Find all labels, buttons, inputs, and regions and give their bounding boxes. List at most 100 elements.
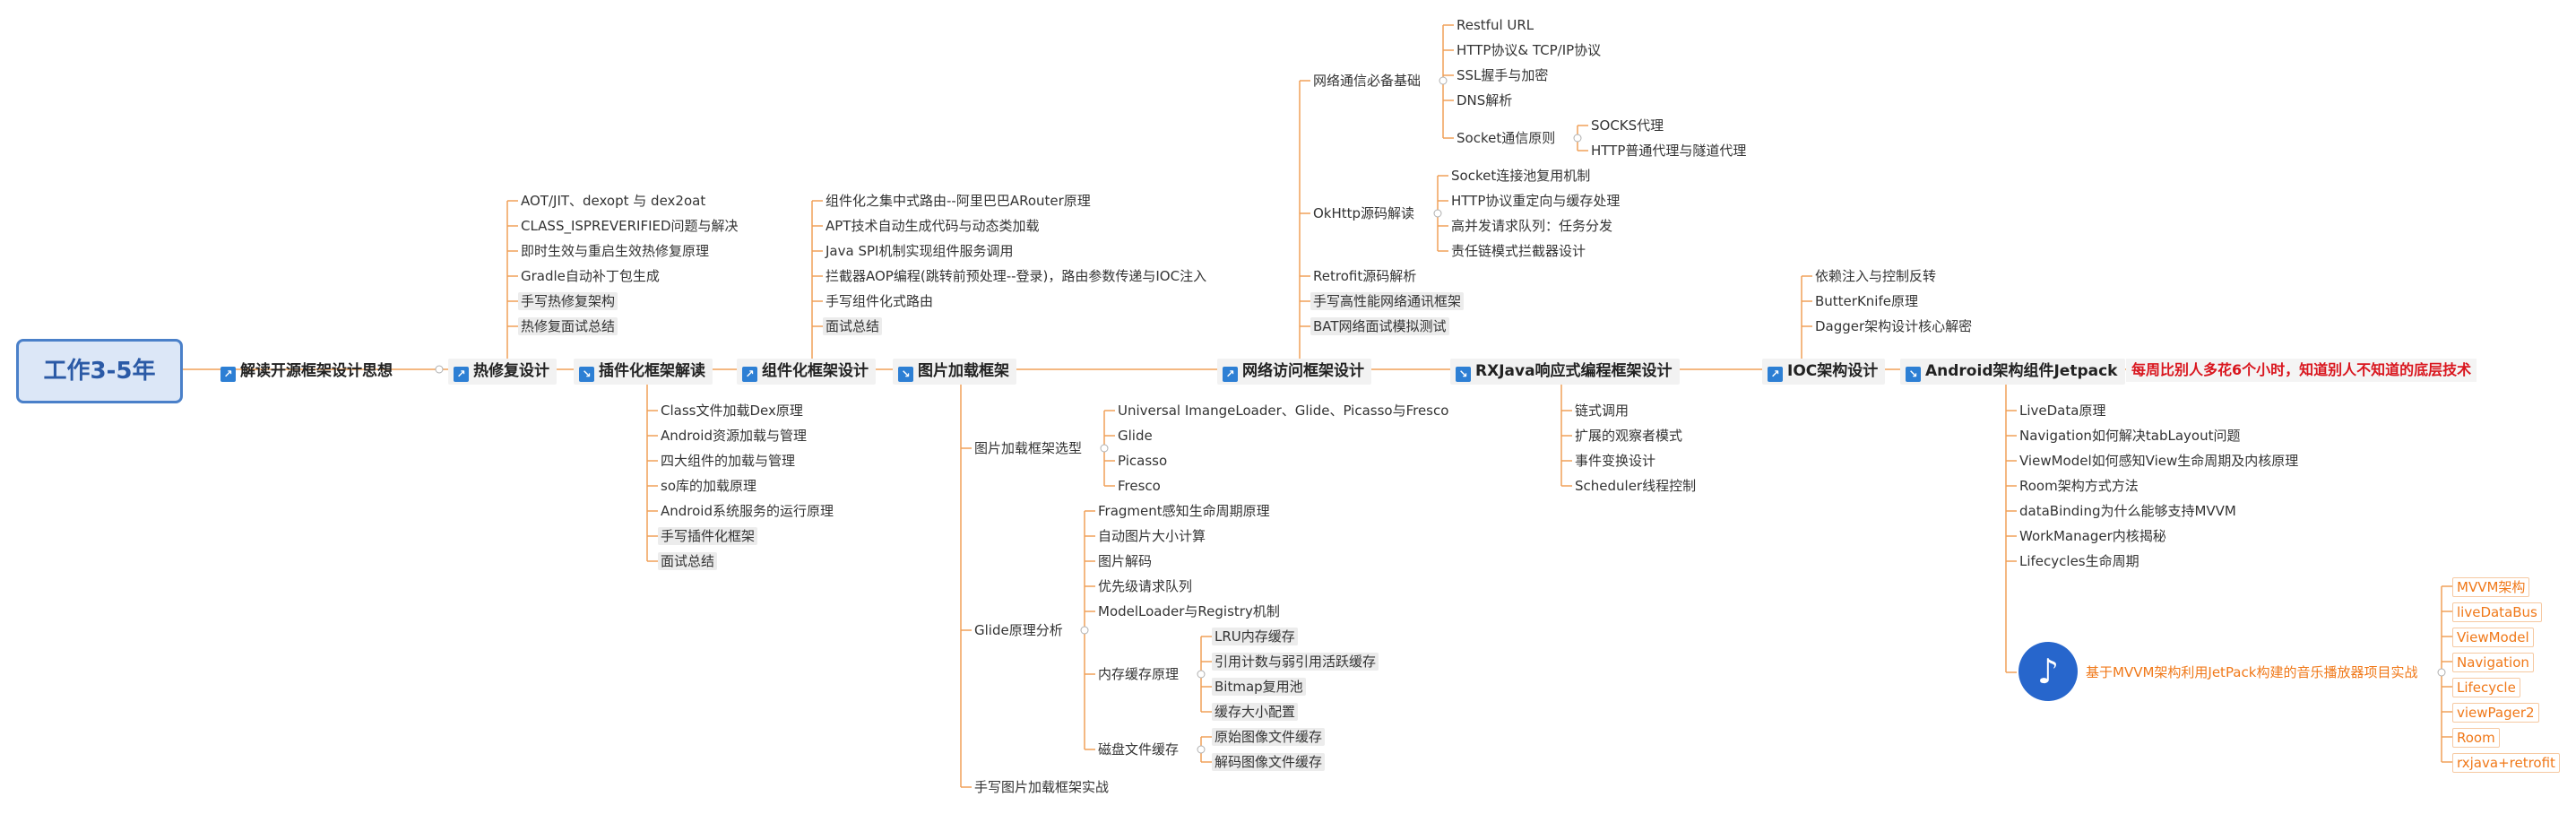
image-selection-item[interactable]: Glide: [1118, 428, 1153, 444]
jetpack-item[interactable]: ViewModel如何感知View生命周期及内核原理: [2019, 453, 2299, 469]
disk-cache-item[interactable]: 解码图像文件缓存: [1212, 753, 1326, 771]
plugin-item[interactable]: Android资源加载与管理: [661, 428, 807, 444]
jetpack-item[interactable]: Navigation如何解决tabLayout问题: [2019, 428, 2241, 444]
okhttp-item[interactable]: 责任链模式拦截器设计: [1451, 243, 1586, 259]
collapse-toggle-icon[interactable]: [1197, 745, 1206, 754]
glide-item[interactable]: Fragment感知生命周期原理: [1098, 503, 1270, 519]
node-source-design[interactable]: ↗解读开源框架设计思想: [215, 359, 400, 385]
jetpack-item[interactable]: LiveData原理: [2019, 403, 2106, 419]
glide-item[interactable]: 优先级请求队列: [1098, 578, 1193, 594]
collapse-toggle-icon[interactable]: [2437, 668, 2446, 677]
disk-cache-title[interactable]: 磁盘文件缓存: [1098, 741, 1180, 758]
network-basics-title[interactable]: 网络通信必备基础: [1313, 73, 1422, 89]
image-selection-item[interactable]: Fresco: [1118, 478, 1161, 494]
hotfix-item[interactable]: AOT/JIT、dexopt 与 dex2oat: [521, 193, 706, 209]
memory-cache-item[interactable]: 缓存大小配置: [1212, 703, 1299, 721]
network-item[interactable]: BAT网络面试模拟测试: [1310, 317, 1449, 335]
plugin-item[interactable]: so库的加载原理: [661, 478, 756, 494]
collapse-toggle-icon[interactable]: [435, 365, 444, 374]
hotfix-item[interactable]: Gradle自动补丁包生成: [521, 268, 660, 284]
memory-cache-item[interactable]: Bitmap复用池: [1212, 678, 1306, 696]
project-item[interactable]: viewPager2: [2452, 703, 2539, 723]
component-item[interactable]: 面试总结: [823, 317, 883, 335]
component-item[interactable]: APT技术自动生成代码与动态类加载: [826, 218, 1040, 234]
project-item[interactable]: Navigation: [2452, 653, 2534, 672]
collapse-toggle-icon[interactable]: [1573, 134, 1582, 143]
rxjava-item[interactable]: Scheduler线程控制: [1575, 478, 1697, 494]
memory-cache-item[interactable]: LRU内存缓存: [1212, 628, 1298, 645]
collapse-toggle-icon[interactable]: [1080, 626, 1089, 635]
image-selection-item[interactable]: Universal ImangeLoader、Glide、Picasso与Fre…: [1118, 403, 1449, 419]
node-jetpack[interactable]: ↘Android架构组件Jetpack: [1900, 359, 2125, 385]
ioc-item[interactable]: ButterKnife原理: [1815, 293, 1918, 309]
component-item[interactable]: Java SPI机制实现组件服务调用: [826, 243, 1014, 259]
network-basics-item[interactable]: SSL握手与加密: [1457, 67, 1549, 83]
plugin-item[interactable]: 四大组件的加载与管理: [661, 453, 796, 469]
okhttp-item[interactable]: HTTP协议重定向与缓存处理: [1451, 193, 1621, 209]
collapse-toggle-icon[interactable]: [1439, 76, 1448, 85]
collapse-toggle-icon[interactable]: [1197, 670, 1206, 679]
collapse-toggle-icon[interactable]: [1100, 444, 1109, 453]
jetpack-item[interactable]: Lifecycles生命周期: [2019, 553, 2139, 569]
image-selection-title[interactable]: 图片加载框架选型: [974, 440, 1083, 456]
glide-item[interactable]: 图片解码: [1098, 553, 1153, 569]
hotfix-item[interactable]: 手写热修复架构: [518, 292, 618, 310]
glide-item[interactable]: ModelLoader与Registry机制: [1098, 603, 1280, 619]
socket-item[interactable]: SOCKS代理: [1591, 117, 1664, 134]
glide-title[interactable]: Glide原理分析: [974, 622, 1063, 638]
node-label: 插件化框架解读: [599, 362, 705, 380]
hotfix-item[interactable]: CLASS_ISPREVERIFIED问题与解决: [521, 218, 739, 234]
okhttp-item[interactable]: 高并发请求队列：任务分发: [1451, 218, 1613, 234]
network-basics-item[interactable]: HTTP协议& TCP/IP协议: [1457, 42, 1602, 58]
jetpack-item[interactable]: WorkManager内核揭秘: [2019, 528, 2166, 544]
glide-item[interactable]: 自动图片大小计算: [1098, 528, 1206, 544]
project-item[interactable]: ViewModel: [2452, 628, 2534, 647]
network-item[interactable]: Retrofit源码解析: [1313, 268, 1417, 284]
ioc-item[interactable]: Dagger架构设计核心解密: [1815, 318, 1973, 334]
memory-cache-title[interactable]: 内存缓存原理: [1098, 666, 1180, 682]
music-note-icon: ♪: [2018, 642, 2078, 701]
root-node[interactable]: 工作3-5年: [16, 339, 183, 403]
node-image[interactable]: ↘图片加载框架: [893, 359, 1016, 385]
node-ioc[interactable]: ↗IOC架构设计: [1762, 359, 1886, 385]
project-item[interactable]: rxjava+retrofit: [2452, 753, 2560, 773]
plugin-item[interactable]: Android系统服务的运行原理: [661, 503, 834, 519]
rxjava-item[interactable]: 扩展的观察者模式: [1575, 428, 1683, 444]
rxjava-item[interactable]: 链式调用: [1575, 403, 1629, 419]
jetpack-project[interactable]: 基于MVVM架构利用JetPack构建的音乐播放器项目实战: [2086, 664, 2418, 680]
ioc-item[interactable]: 依赖注入与控制反转: [1815, 268, 1937, 284]
project-item[interactable]: Room: [2452, 728, 2500, 748]
jetpack-item[interactable]: Room架构方式方法: [2019, 478, 2139, 494]
node-label: IOC架构设计: [1787, 362, 1879, 380]
socket-item[interactable]: HTTP普通代理与隧道代理: [1591, 143, 1747, 159]
plugin-item[interactable]: Class文件加载Dex原理: [661, 403, 803, 419]
project-item[interactable]: liveDataBus: [2452, 602, 2542, 622]
project-item[interactable]: MVVM架构: [2452, 577, 2530, 597]
component-item[interactable]: 组件化之集中式路由--阿里巴巴ARouter原理: [826, 193, 1091, 209]
node-network[interactable]: ↗网络访问框架设计: [1217, 359, 1371, 385]
hotfix-item[interactable]: 即时生效与重启生效热修复原理: [521, 243, 710, 259]
network-item[interactable]: 手写高性能网络通讯框架: [1310, 292, 1465, 310]
okhttp-item[interactable]: Socket连接池复用机制: [1451, 168, 1591, 184]
disk-cache-item[interactable]: 原始图像文件缓存: [1212, 728, 1326, 746]
node-rxjava[interactable]: ↘RXJava响应式编程框架设计: [1450, 359, 1680, 385]
node-hotfix[interactable]: ↗热修复设计: [448, 359, 557, 385]
memory-cache-item[interactable]: 引用计数与弱引用活跃缓存: [1212, 653, 1379, 671]
network-basics-item[interactable]: DNS解析: [1457, 92, 1513, 108]
jetpack-item[interactable]: dataBinding为什么能够支持MVVM: [2019, 503, 2236, 519]
collapse-toggle-icon[interactable]: [1433, 209, 1442, 218]
component-item[interactable]: 手写组件化式路由: [826, 293, 934, 309]
plugin-item[interactable]: 面试总结: [658, 552, 718, 570]
image-selection-item[interactable]: Picasso: [1118, 453, 1168, 469]
okhttp-title[interactable]: OkHttp源码解读: [1313, 205, 1415, 221]
component-item[interactable]: 拦截器AOP编程(跳转前预处理--登录)，路由参数传递与IOC注入: [826, 268, 1207, 284]
network-basics-item[interactable]: Restful URL: [1457, 17, 1534, 33]
hotfix-item[interactable]: 热修复面试总结: [518, 317, 618, 335]
plugin-item[interactable]: 手写插件化框架: [658, 527, 758, 545]
socket-title[interactable]: Socket通信原则: [1457, 130, 1556, 146]
node-plugin[interactable]: ↘插件化框架解读: [574, 359, 713, 385]
rxjava-item[interactable]: 事件变换设计: [1575, 453, 1656, 469]
node-component[interactable]: ↗组件化框架设计: [737, 359, 876, 385]
project-item[interactable]: Lifecycle: [2452, 678, 2520, 697]
image-handwrite[interactable]: 手写图片加载框架实战: [974, 779, 1110, 795]
